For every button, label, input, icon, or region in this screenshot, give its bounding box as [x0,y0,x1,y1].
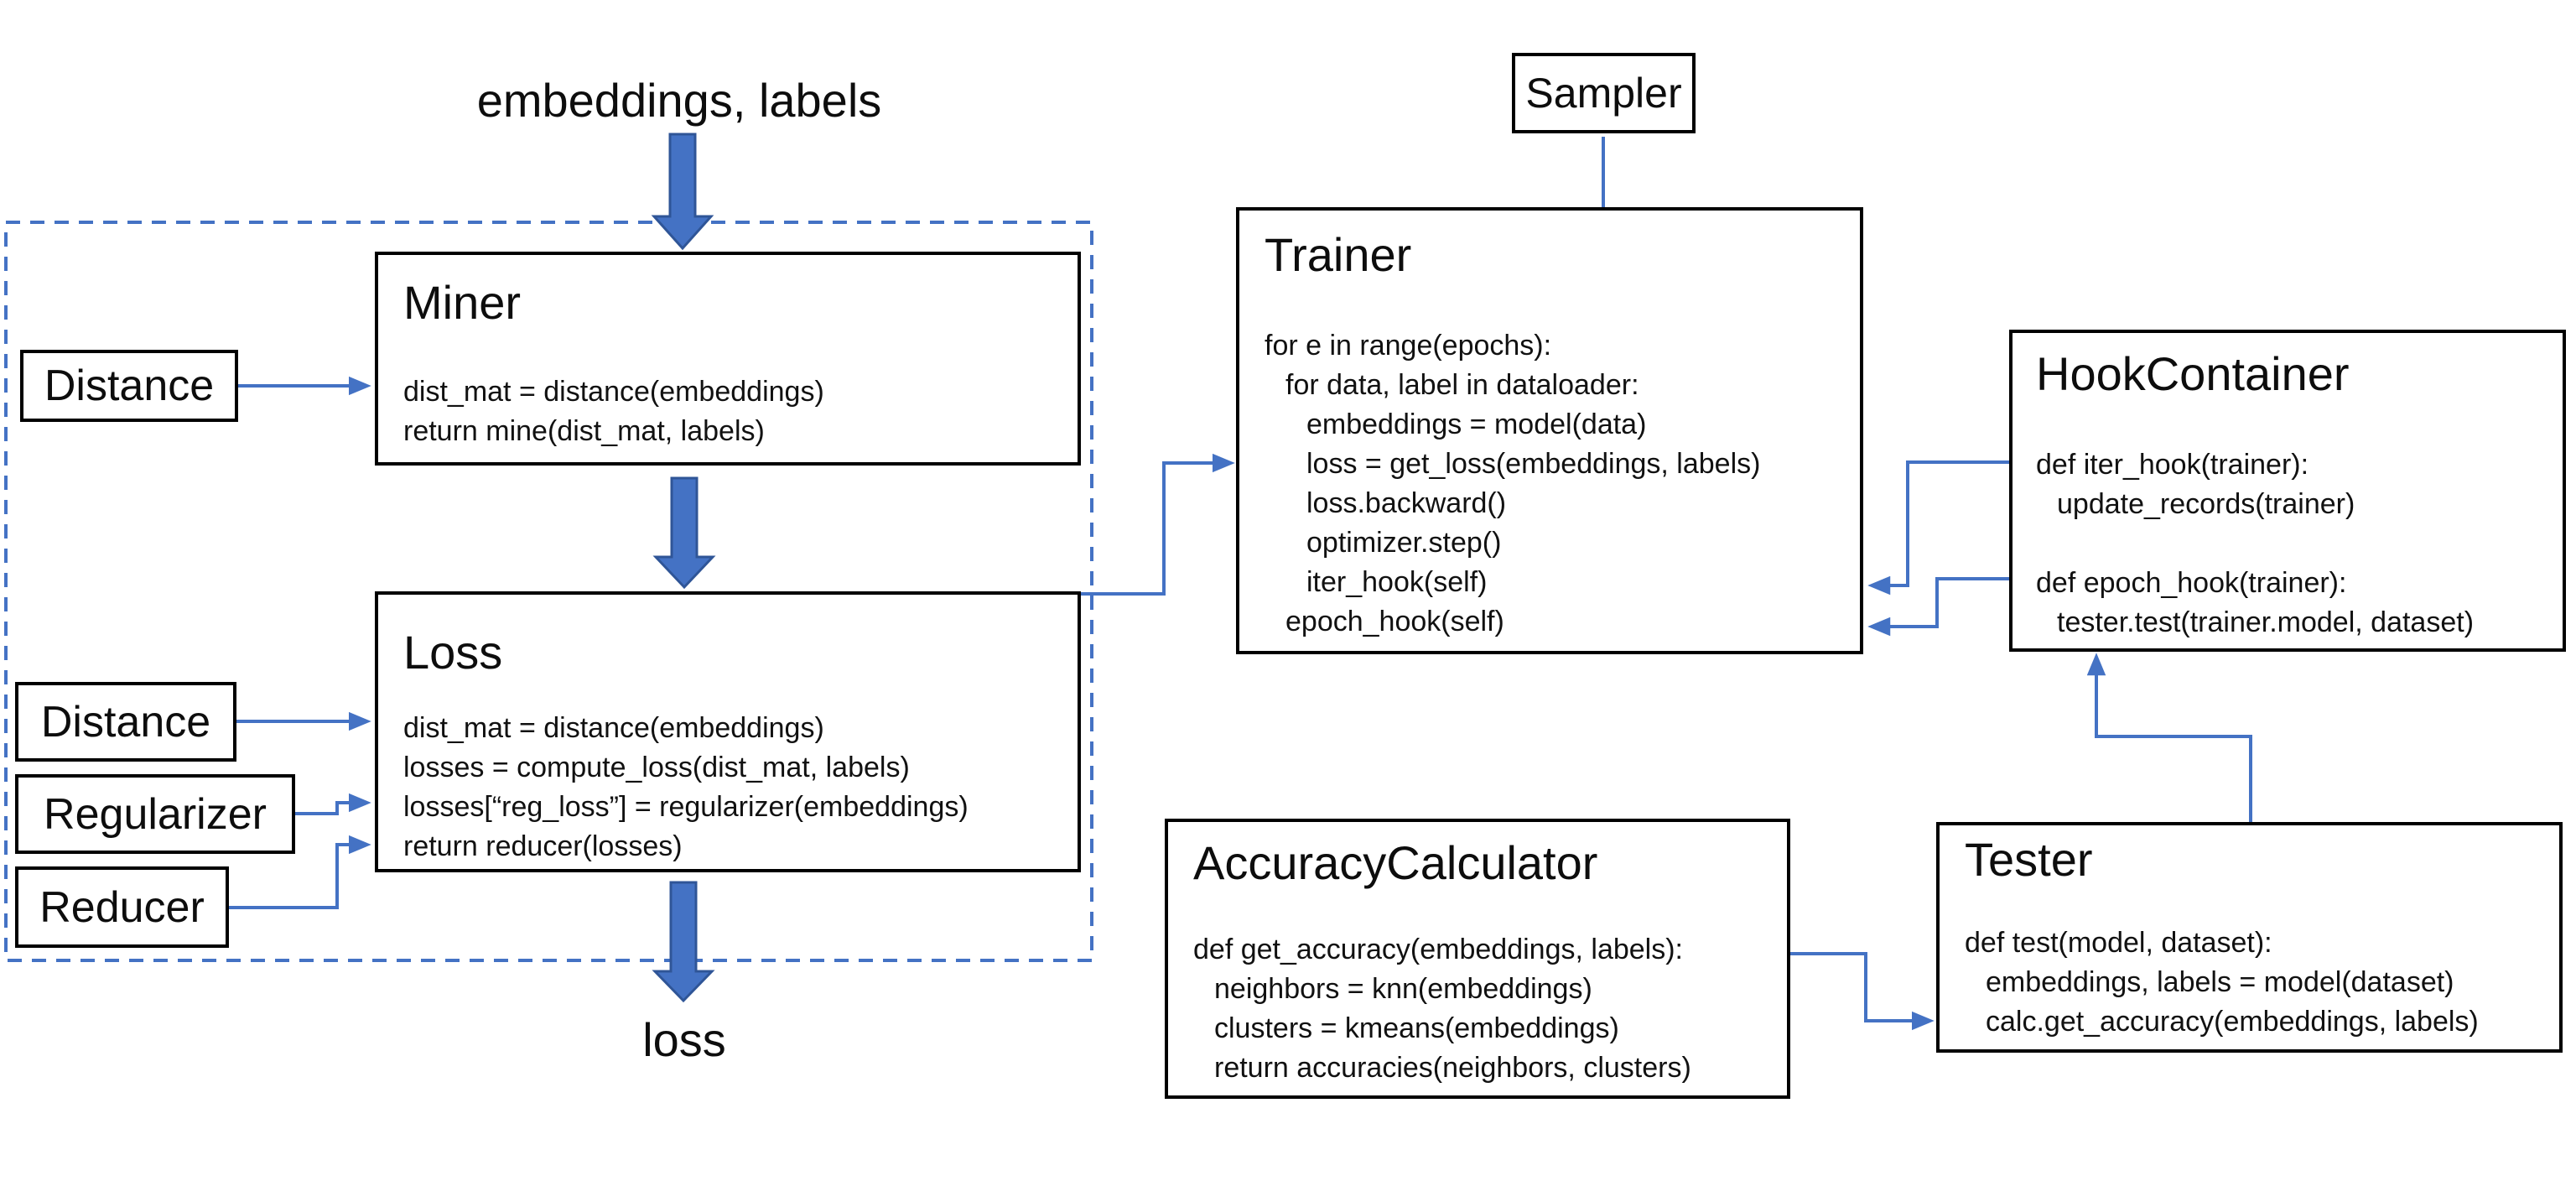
hookcontainer-code: def iter_hook(trainer): update_records(tr… [2036,445,2474,643]
code-line: for e in range(epochs): [1265,330,1552,362]
code-line: neighbors = knn(embeddings) [1214,973,1592,1005]
code-line: clusters = kmeans(embeddings) [1214,1012,1619,1044]
distance-box-loss: Distance [15,682,236,762]
code-line: return reducer(losses) [403,830,683,862]
code-line: return accuracies(neighbors, clusters) [1214,1052,1691,1084]
arrow-loss-to-output [652,881,715,1003]
hookcontainer-title: HookContainer [2036,347,2350,400]
miner-title: Miner [403,276,522,329]
arrow-reducer-to-loss [229,835,371,909]
miner-box: Miner dist_mat = distance(embeddings) ret… [375,252,1081,466]
sampler-box: Sampler [1512,53,1696,133]
code-line: embeddings = model(data) [1306,408,1647,440]
trainer-code: for e in range(epochs): for data, label i… [1265,326,1760,642]
arrow-loss-to-trainer [1081,453,1235,596]
loss-code: dist_mat = distance(embeddings) losses = … [403,709,969,866]
code-line [2036,524,2474,564]
dashed-modular-boundary [4,221,1093,962]
sampler-label: Sampler [1525,70,1682,117]
tester-box: Tester def test(model, dataset): embeddin… [1936,822,2563,1053]
output-label: loss [642,1013,726,1066]
code-line: for data, label in dataloader: [1285,369,1639,401]
reducer-label: Reducer [39,882,205,932]
code-line: def get_accuracy(embeddings, labels): [1193,934,1683,965]
accuracycalculator-title: AccuracyCalculator [1193,836,1598,889]
loss-title: Loss [403,626,503,679]
code-line: loss.backward() [1306,487,1507,519]
regularizer-label: Regularizer [44,789,267,839]
code-line: optimizer.step() [1306,527,1502,559]
code-line: def epoch_hook(trainer): [2036,567,2347,599]
trainer-title: Trainer [1265,228,1412,281]
arrow-hookcontainer-iter-to-trainer [1867,460,2009,596]
arrow-accuracycalculator-to-tester [1790,952,1935,1031]
code-line: def iter_hook(trainer): [2036,449,2309,481]
code-line: embeddings, labels = model(dataset) [1986,966,2454,998]
reducer-box: Reducer [15,866,229,948]
code-line: epoch_hook(self) [1285,606,1504,637]
hookcontainer-box: HookContainer def iter_hook(trainer):upd… [2009,330,2566,652]
arrow-tester-to-hookcontainer [2086,653,2252,822]
distance-label: Distance [44,362,215,410]
code-line: iter_hook(self) [1306,566,1488,598]
arrow-hookcontainer-epoch-to-trainer [1867,577,2009,637]
code-line: calc.get_accuracy(embeddings, labels) [1986,1006,2479,1038]
arrow-regularizer-to-loss [295,793,371,815]
trainer-box: Trainer for e in range(epochs): for data,… [1236,207,1863,654]
code-line: return mine(dist_mat, labels) [403,415,765,447]
code-line: def test(model, dataset): [1965,927,2272,959]
miner-code: dist_mat = distance(embeddings) return mi… [403,372,824,451]
code-line: tester.test(trainer.model, dataset) [2057,606,2475,638]
accuracycalculator-code: def get_accuracy(embeddings, labels): nei… [1193,930,1691,1088]
distance-label: Distance [40,697,211,747]
tester-code: def test(model, dataset): embeddings, lab… [1965,923,2479,1042]
accuracycalculator-box: AccuracyCalculator def get_accuracy(embe… [1165,819,1790,1099]
arrow-embeddings-to-miner [651,133,714,251]
code-line: update_records(trainer) [2057,488,2355,520]
regularizer-box: Regularizer [15,774,295,854]
distance-box-miner: Distance [20,350,238,422]
code-line: losses[“reg_loss”] = regularizer(embeddi… [403,791,969,823]
arrow-miner-to-loss [652,476,716,590]
input-label: embeddings, labels [476,74,882,127]
loss-box: Loss dist_mat = distance(embeddings) loss… [375,591,1081,872]
code-line: loss = get_loss(embeddings, labels) [1306,448,1761,480]
code-line: losses = compute_loss(dist_mat, labels) [403,752,910,783]
code-line: dist_mat = distance(embeddings) [403,712,824,744]
code-line: dist_mat = distance(embeddings) [403,376,824,408]
tester-title: Tester [1965,833,2093,886]
